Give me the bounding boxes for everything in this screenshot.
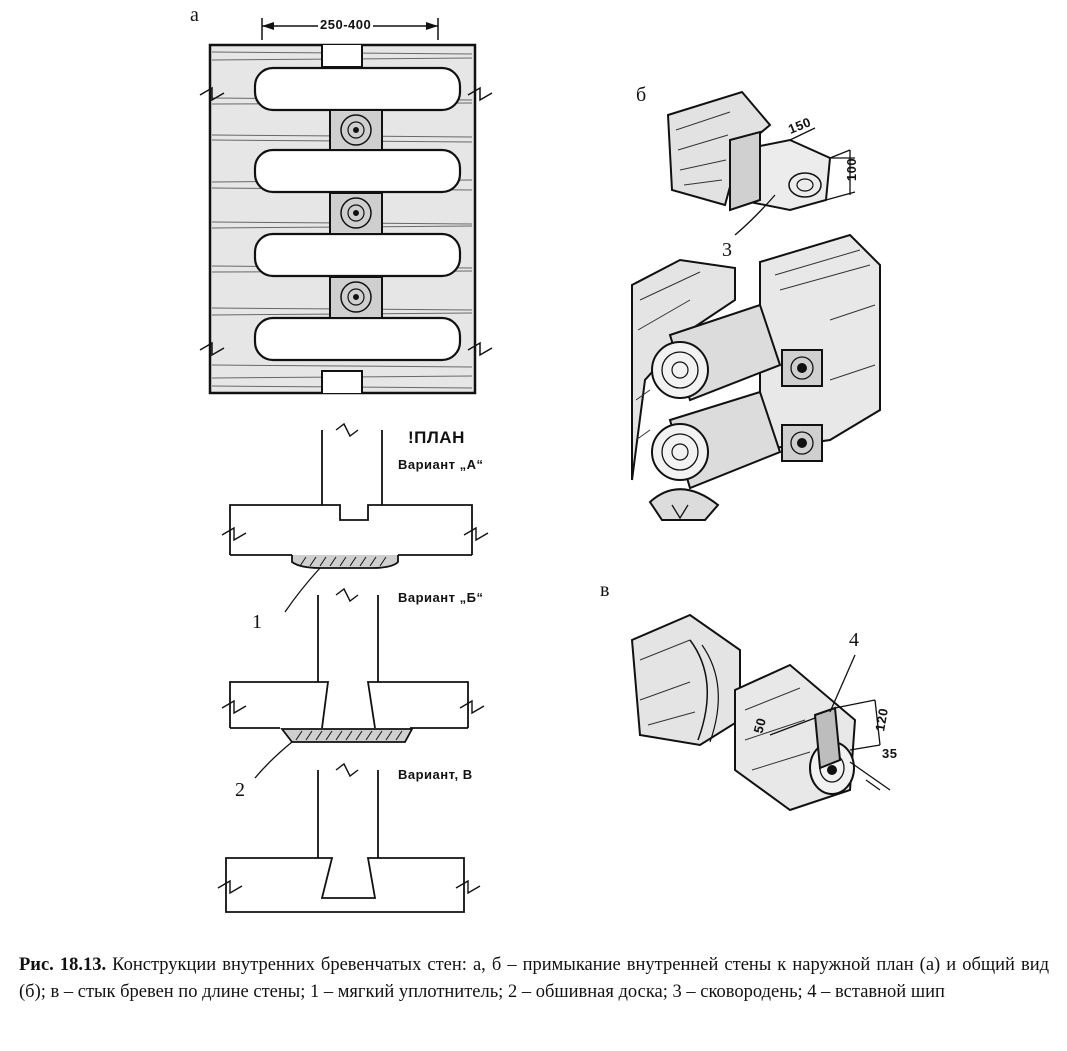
variant-a-label: Вариант „А“: [398, 457, 484, 472]
plan-title: !ПЛАН: [408, 428, 465, 447]
dim-span: 250-400: [318, 17, 374, 32]
label-v: в: [600, 579, 610, 601]
panel-b-general-view: [631, 233, 881, 521]
figure-drawing: а б в 1 2 3 4 !ПЛАН Вариант „А“ Вариант …: [190, 4, 898, 913]
figure-caption: Рис. 18.13. Конструкции внутренних бреве…: [19, 952, 1049, 1006]
caption-text: Конструкции внутренних бревенчатых стен:…: [19, 955, 1050, 1002]
panel-v-splice: [630, 613, 891, 812]
dim-100: 100: [844, 157, 860, 182]
variant-a-plan: [221, 422, 489, 613]
panel-b-tenon: [666, 90, 856, 236]
panel-a-plan: [199, 18, 493, 395]
dim-35: 35: [882, 746, 898, 761]
label-a: а: [190, 4, 199, 26]
technical-drawing: [199, 18, 891, 913]
log-ends: [329, 109, 383, 319]
label-4: 4: [849, 629, 859, 651]
label-b: б: [636, 84, 647, 106]
variant-b-label: Вариант „Б“: [398, 590, 484, 605]
caption-ref: Рис. 18.13.: [19, 955, 107, 975]
variant-v-label: Вариант, В: [398, 767, 473, 782]
variant-b-plan: [221, 587, 485, 779]
label-3: 3: [722, 239, 732, 261]
variant-v-plan: [217, 762, 481, 913]
label-2: 2: [235, 779, 245, 801]
label-1: 1: [252, 611, 262, 633]
